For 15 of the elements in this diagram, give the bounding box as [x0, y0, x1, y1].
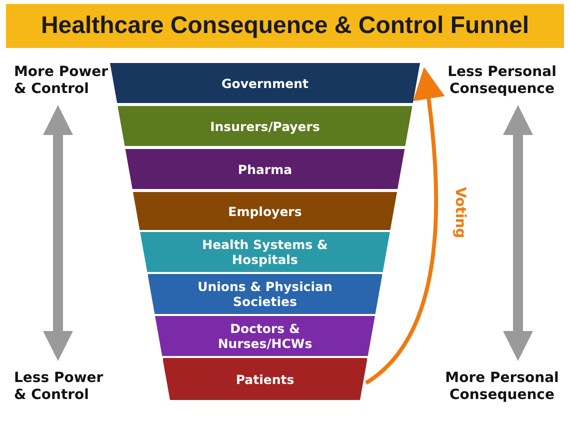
axis-label: More Power & Control [14, 64, 110, 98]
funnel-band: Doctors & Nurses/HCWs [155, 316, 375, 356]
funnel-band: Patients [162, 358, 368, 400]
title-banner: Healthcare Consequence & Control Funnel [6, 4, 564, 48]
funnel-band: Insurers/Payers [118, 106, 412, 146]
axis-label: More Personal Consequence [444, 370, 560, 404]
funnel-band: Government [110, 63, 420, 103]
funnel-band: Employers [132, 192, 398, 230]
edge-label: Voting [452, 187, 468, 238]
funnel-band: Pharma [125, 149, 405, 189]
funnel-band: Health Systems & Hospitals [140, 232, 390, 272]
curved-arrow [364, 67, 444, 385]
axis-label: Less Power & Control [14, 370, 104, 404]
funnel-band: Unions & Physician Societies [148, 274, 382, 314]
axis-label: Less Personal Consequence [446, 64, 558, 98]
